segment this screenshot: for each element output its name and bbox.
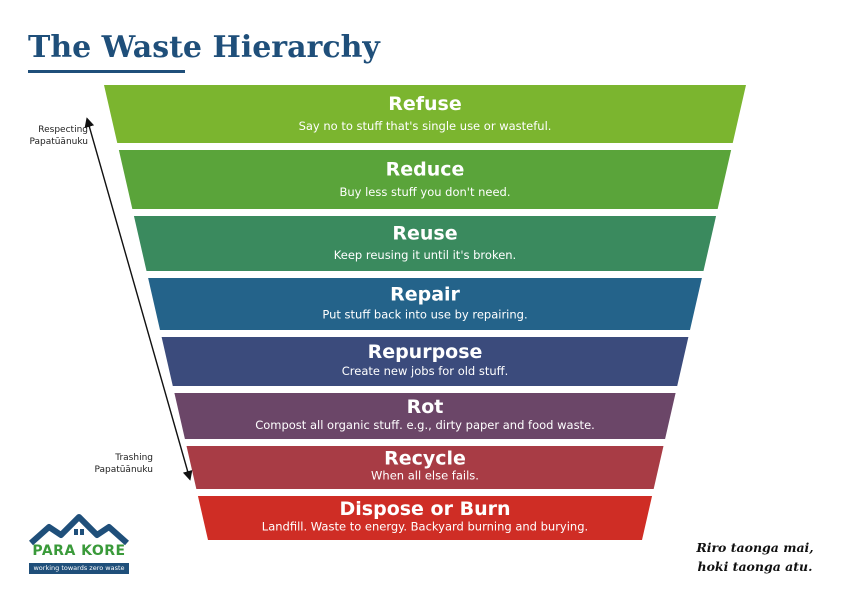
tier-description: When all else fails. bbox=[371, 469, 479, 483]
proverb: Riro taonga mai, hoki taonga atu. bbox=[690, 538, 820, 576]
tier-title: Recycle bbox=[384, 447, 466, 469]
logo-name: PARA KORE bbox=[32, 543, 126, 559]
tier-title: Repair bbox=[390, 283, 460, 305]
tier-band bbox=[148, 278, 702, 330]
para-kore-logo: PARA KORE working towards zero waste bbox=[27, 513, 131, 576]
tier-title: Refuse bbox=[388, 93, 462, 115]
page-title: The Waste Hierarchy bbox=[28, 30, 380, 65]
tier-band bbox=[174, 393, 676, 439]
proverb-line1: Riro taonga mai, bbox=[696, 540, 814, 555]
tier-title: Repurpose bbox=[368, 341, 483, 363]
tier-description: Landfill. Waste to energy. Backyard burn… bbox=[262, 519, 588, 533]
tier-band bbox=[104, 85, 746, 143]
respect-to-trash-arrow bbox=[84, 117, 193, 481]
tier-band bbox=[133, 216, 717, 271]
respecting-label-line1: Respecting bbox=[38, 125, 88, 135]
tier-title: Reuse bbox=[392, 223, 457, 245]
tier-band bbox=[118, 150, 732, 209]
trashing-label-line2: Papatūānuku bbox=[94, 465, 153, 475]
tier-description: Compost all organic stuff. e.g., dirty p… bbox=[255, 418, 595, 432]
respecting-label-line2: Papatūānuku bbox=[29, 137, 88, 147]
tier-title: Reduce bbox=[386, 158, 465, 180]
trashing-label: Trashing Papatūānuku bbox=[93, 452, 153, 476]
tier-description: Buy less stuff you don't need. bbox=[339, 185, 510, 199]
trashing-label-line1: Trashing bbox=[115, 453, 153, 463]
logo-tagline: working towards zero waste bbox=[29, 563, 129, 574]
tier-description: Create new jobs for old stuff. bbox=[342, 364, 509, 378]
tier-band bbox=[186, 446, 664, 489]
tier-description: Say no to stuff that's single use or was… bbox=[299, 119, 552, 133]
proverb-line2: hoki taonga atu. bbox=[697, 559, 813, 574]
tier-description: Put stuff back into use by repairing. bbox=[322, 308, 527, 322]
respecting-label: Respecting Papatūānuku bbox=[28, 124, 88, 148]
tier-title: Dispose or Burn bbox=[340, 498, 511, 520]
title-underline bbox=[28, 70, 185, 73]
tier-band bbox=[197, 496, 653, 540]
tier-band bbox=[161, 337, 689, 386]
tier-title: Rot bbox=[407, 396, 444, 418]
house-roof-icon bbox=[29, 514, 129, 546]
tier-description: Keep reusing it until it's broken. bbox=[334, 248, 516, 262]
